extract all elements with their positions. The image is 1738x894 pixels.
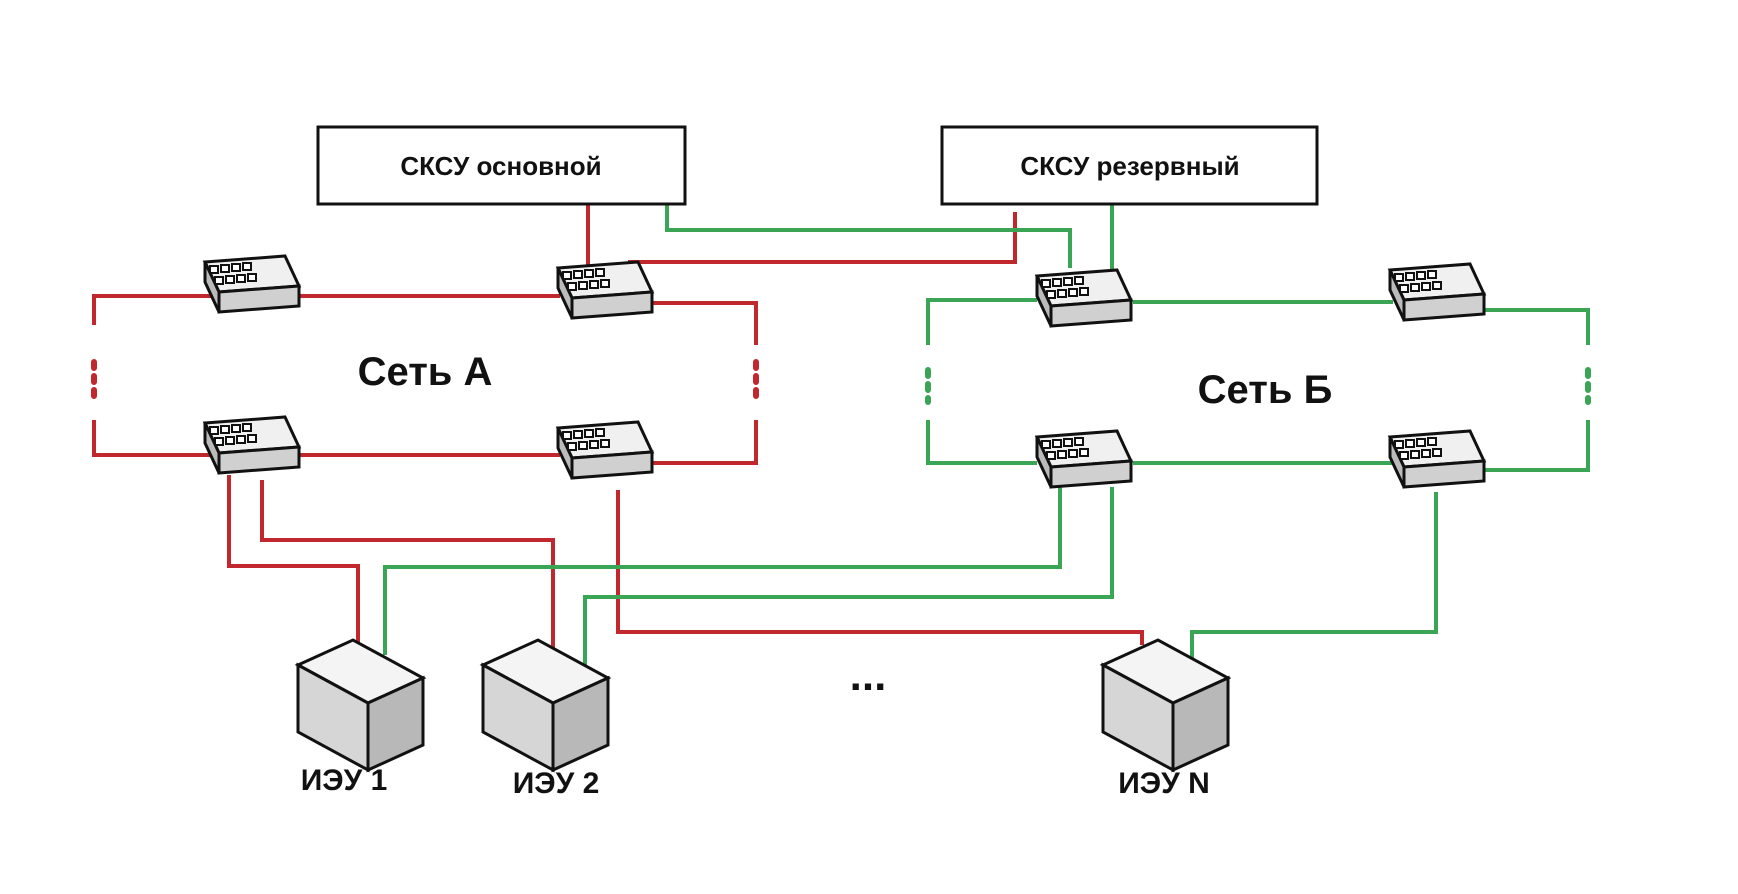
iedN-label: ИЭУ N <box>1118 767 1210 800</box>
network-switch-icon <box>1388 262 1486 322</box>
ied2-label: ИЭУ 2 <box>513 767 600 800</box>
network-switch-icon <box>556 420 654 480</box>
server-box-icon <box>296 638 425 772</box>
network-switch-icon <box>203 254 301 314</box>
network-switch-icon <box>1388 429 1486 489</box>
network-switch-icon <box>1035 429 1133 489</box>
network-switch-icon <box>1035 268 1133 328</box>
server-box-icon <box>1101 638 1230 772</box>
backup-controller: СКСУ резервный <box>940 125 1319 206</box>
primary-controller-label: СКСУ основной <box>400 151 601 181</box>
network-switch-icon <box>556 260 654 320</box>
server-box-icon <box>481 638 610 772</box>
backup-controller-label: СКСУ резервный <box>1020 151 1239 181</box>
network-a-label: Сеть А <box>358 350 493 394</box>
primary-controller: СКСУ основной <box>316 125 687 206</box>
device-ellipsis: ... <box>850 651 887 700</box>
network-switch-icon <box>203 415 301 475</box>
network-b-links <box>383 203 1591 682</box>
ied1-label: ИЭУ 1 <box>301 764 388 797</box>
network-b-label: Сеть Б <box>1198 368 1333 412</box>
